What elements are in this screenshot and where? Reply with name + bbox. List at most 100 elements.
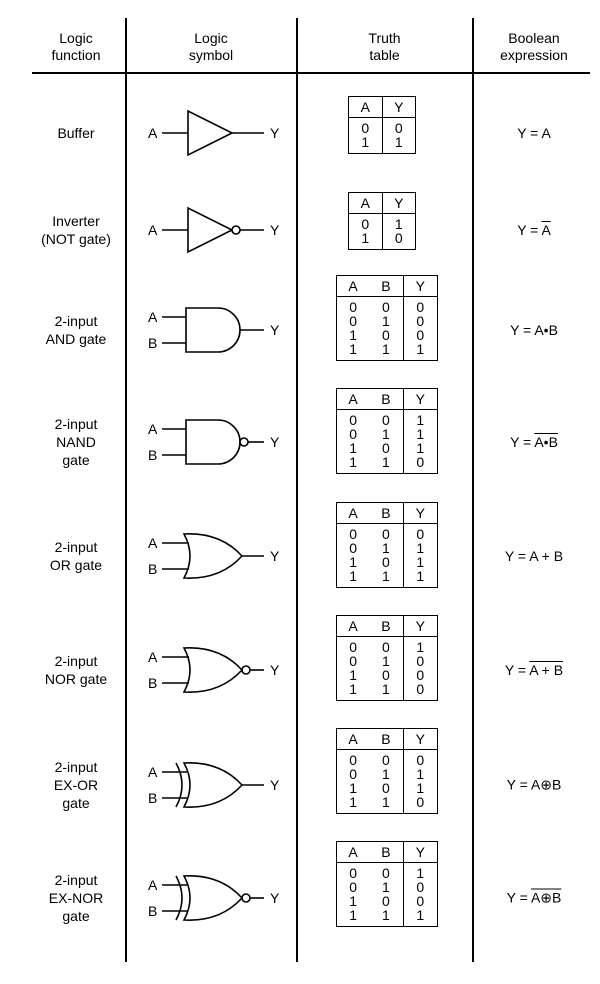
truth-table-cell: 0 [349, 653, 357, 669]
truth-table-cell: 0 [381, 780, 390, 796]
truth-table-cell: 1 [402, 908, 437, 926]
function-name: 2-input EX-OR gate [53, 759, 99, 811]
input-label: B [148, 790, 157, 806]
input-label: A [148, 421, 158, 437]
truth-table-cell: 0 [402, 455, 437, 473]
function-name: 2-input NOR gate [44, 653, 108, 687]
header-truth-table: Truth table [368, 30, 401, 63]
truth-table-column-header: B [369, 503, 404, 524]
truth-table-cell: 0 [349, 540, 357, 556]
truth-table-cell: 1 [402, 781, 437, 795]
column-divider [296, 18, 298, 962]
truth-table-cell: 0 [381, 117, 415, 135]
truth-table-cell: 1 [349, 568, 357, 584]
truth-table-cell: 1 [381, 454, 390, 470]
truth-table-cell: 1 [381, 426, 390, 442]
input-label: B [148, 335, 157, 351]
truth-table-cell: 0 [381, 526, 390, 542]
truth-table-column-header: A [337, 729, 370, 750]
truth-table-cell: 0 [349, 412, 357, 428]
input-label: A [148, 309, 158, 325]
boolean-expression: Y = A⊕B [506, 776, 562, 793]
truth-table-column-header: Y [402, 503, 437, 524]
truth-table-cell: 1 [402, 569, 437, 587]
truth-table-cell: 1 [402, 441, 437, 455]
truth-table-column-header: A [349, 193, 382, 214]
column-divider [125, 18, 127, 962]
truth-table-cell: 1 [381, 907, 390, 923]
input-label: A [148, 649, 158, 665]
truth-table-cell: 0 [402, 894, 437, 908]
truth-table-cell: 1 [381, 879, 390, 895]
truth-table-cell: 0 [381, 752, 390, 768]
truth-table-cell: 0 [381, 667, 390, 683]
truth-table-cell: 1 [402, 342, 437, 360]
truth-table-cell: 1 [349, 440, 357, 456]
input-label: A [148, 764, 158, 780]
truth-table-column-header: A [337, 503, 370, 524]
truth-table-cell: 0 [381, 893, 390, 909]
truth-table-cell: 1 [349, 794, 357, 810]
truth-table-cell: 1 [349, 554, 357, 570]
truth-table-cell: 1 [349, 907, 357, 923]
output-label: Y [270, 222, 280, 238]
truth-table-cell: 1 [402, 427, 437, 441]
truth-table-column-header: A [349, 97, 382, 118]
header-logic-symbol: Logic symbol [188, 30, 234, 63]
input-label: B [148, 903, 157, 919]
truth-table-cell: 1 [381, 794, 390, 810]
output-label: Y [270, 125, 280, 141]
truth-table-cell: 0 [349, 766, 357, 782]
truth-table-cell: 1 [402, 555, 437, 569]
input-label: A [148, 222, 158, 238]
truth-table-cell: 1 [402, 636, 437, 654]
truth-table-cell: 1 [349, 780, 357, 796]
truth-table-column-header: A [337, 389, 370, 410]
header-rule [32, 72, 590, 74]
truth-table-column-header: B [369, 276, 404, 297]
boolean-expression: Y = A + B [504, 662, 564, 678]
function-name: 2-input EX-NOR gate [48, 872, 104, 924]
truth-table-cell: 1 [349, 341, 357, 357]
input-label: A [148, 535, 158, 551]
output-label: Y [270, 662, 280, 678]
input-label: B [148, 675, 157, 691]
truth-table-cell: 0 [381, 412, 390, 428]
truth-table-cell: 0 [349, 313, 357, 329]
truth-table-cell: 0 [349, 526, 357, 542]
truth-table-cell: 1 [381, 540, 390, 556]
truth-table-cell: 0 [381, 554, 390, 570]
truth-table-cell: 1 [381, 341, 390, 357]
truth-table-cell: 0 [402, 296, 437, 314]
truth-table-column-header: Y [381, 193, 415, 214]
boolean-expression: Y = A [517, 222, 551, 238]
output-label: Y [270, 548, 280, 564]
truth-table-cell: 0 [402, 654, 437, 668]
header-logic-function: Logic function [51, 30, 101, 63]
truth-table-cell: 1 [349, 893, 357, 909]
